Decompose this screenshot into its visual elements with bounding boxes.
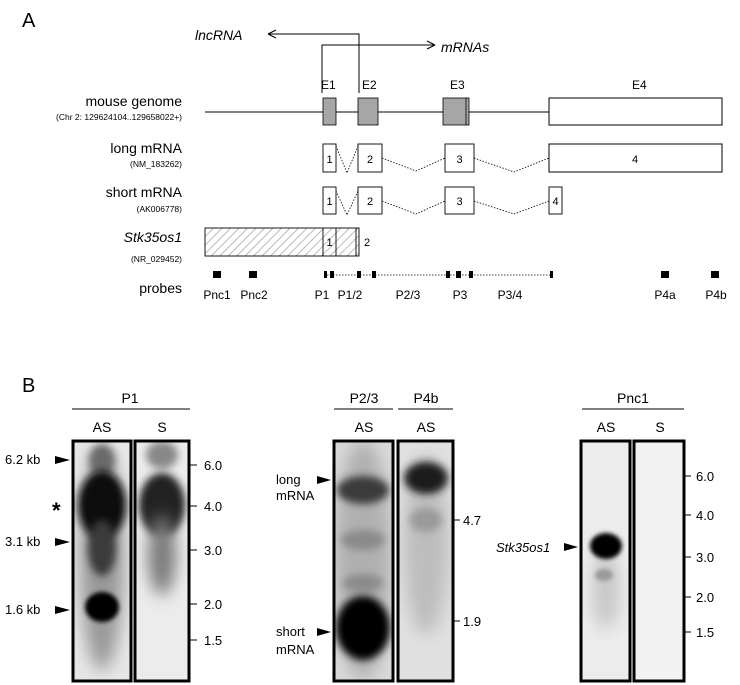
exon-label-e4: E4: [632, 78, 647, 92]
blot2-probe-label-p2-3: P2/3: [350, 390, 379, 406]
blot3-lane-as: AS: [597, 419, 616, 435]
genome-row-name: mouse genome: [85, 93, 182, 109]
stk35os1-row-name: Stk35os1: [124, 229, 182, 245]
blot3-ladder-6-0: 6.0: [696, 469, 714, 484]
exon-label-e3: E3: [450, 78, 465, 92]
blot1-ladder-3-0: 3.0: [204, 543, 222, 558]
blot2-probe-label-p4b: P4b: [414, 390, 439, 406]
blot2-lane-p4b-image: [396, 439, 455, 683]
short-mrna-exon-1: 1: [326, 196, 332, 208]
blot3-ladder: [684, 475, 691, 633]
blot2-long-label-line2: mRNA: [276, 488, 315, 503]
mrnas-arrow-label: mRNAs: [441, 39, 489, 55]
short-mrna-track: [322, 186, 563, 216]
blot3-ladder-2-0: 2.0: [696, 590, 714, 605]
blot2-lane-as-1: AS: [355, 419, 374, 435]
long-mrna-exon-3: 3: [456, 154, 462, 166]
blot1-lane-s: S: [157, 419, 166, 435]
stk35os1-exon-1: 1: [326, 237, 332, 249]
blot1-ladder: [190, 464, 197, 641]
blot2-long-label-line1: long: [276, 472, 301, 487]
exon-label-e1: E1: [321, 78, 336, 92]
probe-label-pnc2: Pnc2: [240, 288, 268, 302]
long-mrna-exon-4: 4: [632, 154, 638, 166]
blot1-marker-1-6kb: 1.6 kb: [5, 602, 40, 617]
probes-row-name: probes: [139, 280, 182, 296]
blot2-short-label-line2: mRNA: [276, 642, 315, 657]
blot2-size-4-7: 4.7: [463, 513, 481, 528]
probe-map: [213, 271, 719, 278]
probe-label-p2-3: P2/3: [396, 288, 421, 302]
blot1-marker-3-1kb: 3.1 kb: [5, 534, 40, 549]
stk35os1-row-accession: (NR_029452): [131, 254, 182, 264]
blot3-stk35os1-label: Stk35os1: [496, 540, 550, 555]
blot1-ladder-2-0: 2.0: [204, 597, 222, 612]
blot1-star: *: [52, 498, 61, 523]
genome-row-coords: (Chr 2: 129624104..129658022+): [56, 112, 182, 122]
short-mrna-exon-3: 3: [456, 196, 462, 208]
short-mrna-row-name: short mRNA: [106, 184, 183, 200]
blot1-lane-as-image: [71, 439, 133, 683]
short-mrna-row-accession: (AK006778): [137, 204, 183, 214]
blot3-lane-s: S: [655, 419, 664, 435]
exon-label-e2: E2: [362, 78, 377, 92]
blot2-lane-as-2: AS: [417, 419, 436, 435]
blot2-size-1-9: 1.9: [463, 614, 481, 629]
blot1-lane-s-image: [133, 439, 191, 683]
stk35os1-exon-2: 2: [364, 237, 370, 249]
probe-label-p4a: P4a: [654, 288, 676, 302]
blot1-ladder-6-0: 6.0: [204, 458, 222, 473]
blot2-lane-p2-3-image: [332, 439, 395, 683]
probe-label-p3: P3: [453, 288, 468, 302]
probe-label-p3-4: P3/4: [498, 288, 523, 302]
long-mrna-exon-2: 2: [367, 154, 373, 166]
mrnas-arrow: [321, 40, 436, 93]
blot1-lane-as: AS: [93, 419, 112, 435]
blot1-probe-label: P1: [121, 390, 138, 406]
long-mrna-row-accession: (NM_183262): [130, 159, 182, 169]
probe-label-p1-2: P1/2: [338, 288, 363, 302]
blot3-ladder-4-0: 4.0: [696, 508, 714, 523]
blot2-short-label-line1: short: [276, 624, 305, 639]
blot1-ladder-4-0: 4.0: [204, 499, 222, 514]
panel-a-label: A: [22, 10, 36, 32]
long-mrna-exon-1: 1: [326, 154, 332, 166]
blot1-marker-6-2kb: 6.2 kb: [5, 452, 40, 467]
short-mrna-exon-4: 4: [552, 196, 558, 208]
lncrna-arrow: [267, 29, 360, 93]
probe-label-pnc1: Pnc1: [203, 288, 231, 302]
long-mrna-track: [322, 143, 723, 175]
blot3-lane-s-image: [632, 439, 686, 683]
blot3-probe-label: Pnc1: [617, 390, 649, 406]
blot3-ladder-1-5: 1.5: [696, 625, 714, 640]
lncrna-arrow-label: lncRNA: [195, 27, 242, 43]
stk35os1-track: [204, 227, 360, 257]
genome-track: [205, 97, 723, 126]
panel-b-label: B: [22, 375, 35, 397]
short-mrna-exon-2: 2: [367, 196, 373, 208]
blot2-size-ticks: [453, 519, 460, 622]
blot1-ladder-1-5: 1.5: [204, 633, 222, 648]
long-mrna-row-name: long mRNA: [110, 140, 182, 156]
blot3-lane-as-image: [579, 439, 632, 683]
probe-label-p4b: P4b: [705, 288, 727, 302]
blot3-ladder-3-0: 3.0: [696, 550, 714, 565]
probe-label-p1: P1: [315, 288, 330, 302]
